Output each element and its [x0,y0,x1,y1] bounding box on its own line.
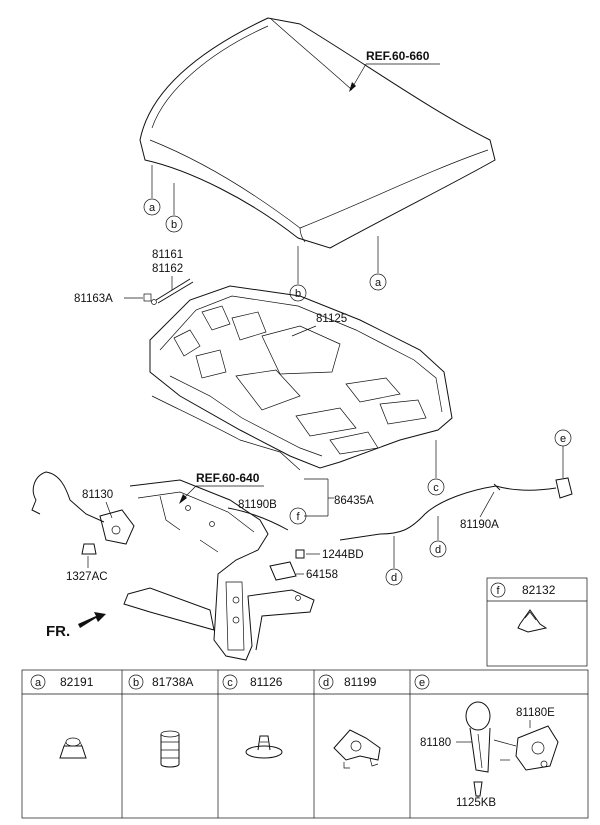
svg-text:d: d [391,572,397,584]
svg-text:81163A: 81163A [74,293,113,305]
callout-f-seal: f [289,507,307,525]
label-81180E: 81180E [516,707,555,728]
hood-latch [31,471,135,545]
svg-text:81180: 81180 [420,737,451,749]
label-81161: 81161 [152,249,183,261]
svg-text:e: e [560,433,566,445]
svg-text:b: b [133,677,139,689]
label-81130: 81130 [82,489,113,519]
label-81190B: 81190B [238,499,277,511]
hood-insulator [149,285,453,471]
svg-text:f: f [496,585,500,597]
svg-text:86435A: 86435A [334,495,374,507]
svg-text:81180E: 81180E [516,707,555,719]
svg-text:81126: 81126 [250,675,283,689]
callout-d-lower: d [385,536,403,586]
bolt-1244BD: 1244BD [295,549,364,561]
svg-text:81738A: 81738A [152,675,193,689]
callout-d-upper: d [429,516,447,558]
svg-text:c: c [433,482,439,494]
svg-text:81199: 81199 [344,675,377,689]
svg-text:82191: 82191 [60,675,94,689]
svg-text:a: a [375,277,382,289]
svg-text:FR.: FR. [46,623,70,640]
callout-e-release: e [554,429,573,499]
label-81190A: 81190A [460,491,499,531]
hood-panel [139,17,496,249]
hood-lift-strut [151,276,194,305]
svg-text:REF.60-660: REF.60-660 [366,49,430,63]
label-81125: 81125 [291,313,347,337]
svg-text:a: a [149,202,156,214]
svg-text:1125KB: 1125KB [456,797,496,809]
rubber-stopper-icon [59,737,87,759]
svg-text:81162: 81162 [152,263,183,275]
legend-cell-b: b 81738A [128,674,193,768]
svg-text:81190A: 81190A [460,519,499,531]
svg-text:c: c [227,677,233,689]
callout-a-hood-right: a [369,236,387,291]
push-clip-icon [245,735,283,759]
callout-b-hood-center: b [289,246,307,302]
front-frame [123,479,315,661]
callout-b-hood-left: b [165,183,183,233]
nut-1327AC: 1327AC [66,543,108,583]
svg-text:1244BD: 1244BD [322,549,364,561]
svg-text:b: b [171,219,177,231]
svg-text:81130: 81130 [82,489,113,501]
callout-a-hood-left: a [143,165,161,216]
svg-text:82132: 82132 [522,583,556,597]
svg-text:REF.60-640: REF.60-640 [196,471,260,485]
seal-clip-icon [517,609,548,633]
svg-text:e: e [419,677,425,689]
svg-text:b: b [295,288,301,300]
legend-cell-a: a 82191 [30,674,94,759]
cable-clip-icon [333,729,381,769]
bumper-stack-icon [160,730,180,768]
label-81180: 81180 [420,737,472,749]
label-81162: 81162 [152,263,183,275]
callout-c-insulator: c [427,440,445,496]
legend-f-box: f 82132 [486,577,588,667]
latch-release-icon [465,701,559,797]
legend-cell-e: e 81180 81180E 1125KB [414,674,559,809]
svg-text:81190B: 81190B [238,499,277,511]
label-1125KB: 1125KB [456,796,496,809]
release-cable [227,483,557,541]
svg-text:81161: 81161 [152,249,183,261]
svg-text:d: d [323,677,329,689]
svg-text:d: d [435,544,441,556]
hood-ref-label: REF.60-660 [349,49,440,92]
svg-text:f: f [296,511,300,523]
svg-text:64158: 64158 [306,569,338,581]
legend-cell-d: d 81199 [318,674,381,769]
frame-ref-label: REF.60-640 [179,471,264,504]
svg-text:a: a [35,677,42,689]
legend-cell-c: c 81126 [222,674,283,759]
label-86435A: 86435A [304,478,374,517]
bracket-64158: 64158 [269,561,338,581]
bottom-legend [21,669,589,819]
front-direction-label: FR. [46,612,106,640]
svg-text:81125: 81125 [316,313,347,325]
svg-text:1327AC: 1327AC [66,571,108,583]
label-81163A: 81163A [74,293,152,305]
